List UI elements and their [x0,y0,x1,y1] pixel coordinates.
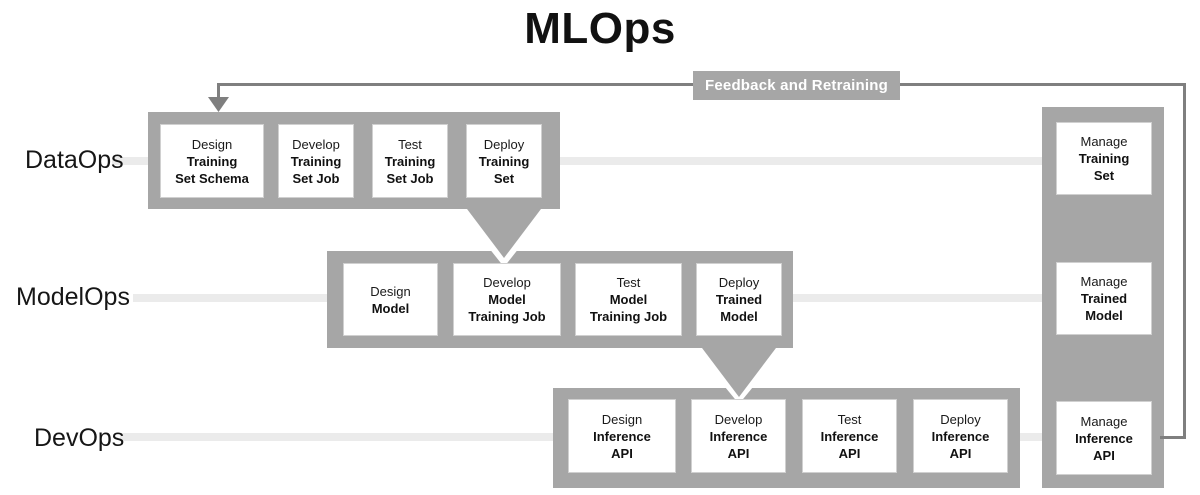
step-object-line: Trained [715,292,763,307]
step-object-line: Training [478,153,530,169]
step-box-develop-model-training-job: Develop Model Training Job [453,263,561,336]
step-object-line: Set [1093,168,1115,183]
step-object-line: Training Job [589,309,668,324]
step-action: Deploy [718,275,760,290]
step-action: Test [616,275,641,290]
step-object-line: Inference [593,428,651,444]
step-box-manage-inference-api: Manage Inference API [1056,401,1152,475]
step-action: Design [191,136,233,152]
step-box-design-model: Design Model [343,263,438,336]
step-action: Deploy [940,411,981,427]
step-box-design-training-set-schema: Design Training Set Schema [160,124,264,198]
step-action: Test [837,411,862,427]
dataops-track-right [560,157,1042,165]
step-box-deploy-trained-model: Deploy Trained Model [696,263,782,336]
step-action: Develop [714,411,763,427]
step-action: Design [601,411,643,427]
step-action: Develop [483,275,531,290]
step-object-line: Training Job [468,309,546,324]
feedback-loop-right-line [1183,83,1186,438]
modelops-track-right [793,294,1042,302]
step-object-line: Training [1078,151,1130,166]
step-box-develop-training-set-job: Develop Training Set Job [278,124,354,198]
step-box-test-training-set-job: Test Training Set Job [372,124,448,198]
page-title: MLOps [524,4,676,53]
step-object-line: Inference [1075,430,1133,446]
step-box-test-model-training-job: Test Model Training Job [575,263,682,336]
step-box-develop-inference-api: Develop Inference API [691,399,786,473]
step-box-manage-trained-model: Manage Trained Model [1056,262,1152,335]
step-box-manage-training-set: Manage Training Set [1056,122,1152,195]
step-box-deploy-inference-api: Deploy Inference API [913,399,1008,473]
step-action: Develop [292,136,340,152]
step-box-deploy-training-set: Deploy Training Set [466,124,542,198]
step-action: Manage [1080,274,1128,289]
step-object-line: Model [1085,308,1123,323]
step-object-line: Model [609,292,648,307]
step-object-line: Model [488,292,526,307]
devops-track-right [1020,433,1044,441]
row-label-dataops: DataOps [25,146,124,174]
step-box-test-inference-api: Test Inference API [802,399,897,473]
feedback-arrow-down-icon [208,97,229,112]
step-box-design-inference-api: Design Inference API [568,399,676,473]
step-object-line: Set Job [386,170,434,186]
step-object-line: Training [384,153,436,169]
row-label-devops: DevOps [34,424,125,452]
feedback-loop-bottom-stub [1160,436,1186,439]
step-object-line: Training [290,153,342,169]
step-object-line: API [727,445,750,461]
step-action: Design [370,283,411,299]
devops-track-left [120,433,553,441]
step-object-line: API [1093,447,1115,463]
step-object-line: Training [186,153,238,169]
step-object-line: Trained [1080,291,1128,306]
step-action: Manage [1080,134,1128,149]
step-object-line: API [949,445,972,461]
step-object-line: Inference [709,428,768,444]
step-object-line: Set Job [292,170,340,186]
step-action: Deploy [483,136,525,152]
step-object-line: Inference [931,428,990,444]
step-action: Test [398,136,422,152]
step-object-line: API [838,445,861,461]
feedback-loop-left-line [217,83,220,99]
step-object-line: Model [371,300,410,316]
modelops-track-left [133,294,327,302]
step-object-line: Model [720,309,758,324]
feedback-retraining-label: Feedback and Retraining [693,71,900,100]
row-label-modelops: ModelOps [16,283,130,311]
step-object-line: Set Schema [175,170,249,186]
step-object-line: Set [493,170,515,186]
dataops-track-left [112,157,148,165]
step-object-line: API [611,445,633,461]
step-action: Manage [1080,413,1128,429]
step-object-line: Inference [820,428,879,444]
